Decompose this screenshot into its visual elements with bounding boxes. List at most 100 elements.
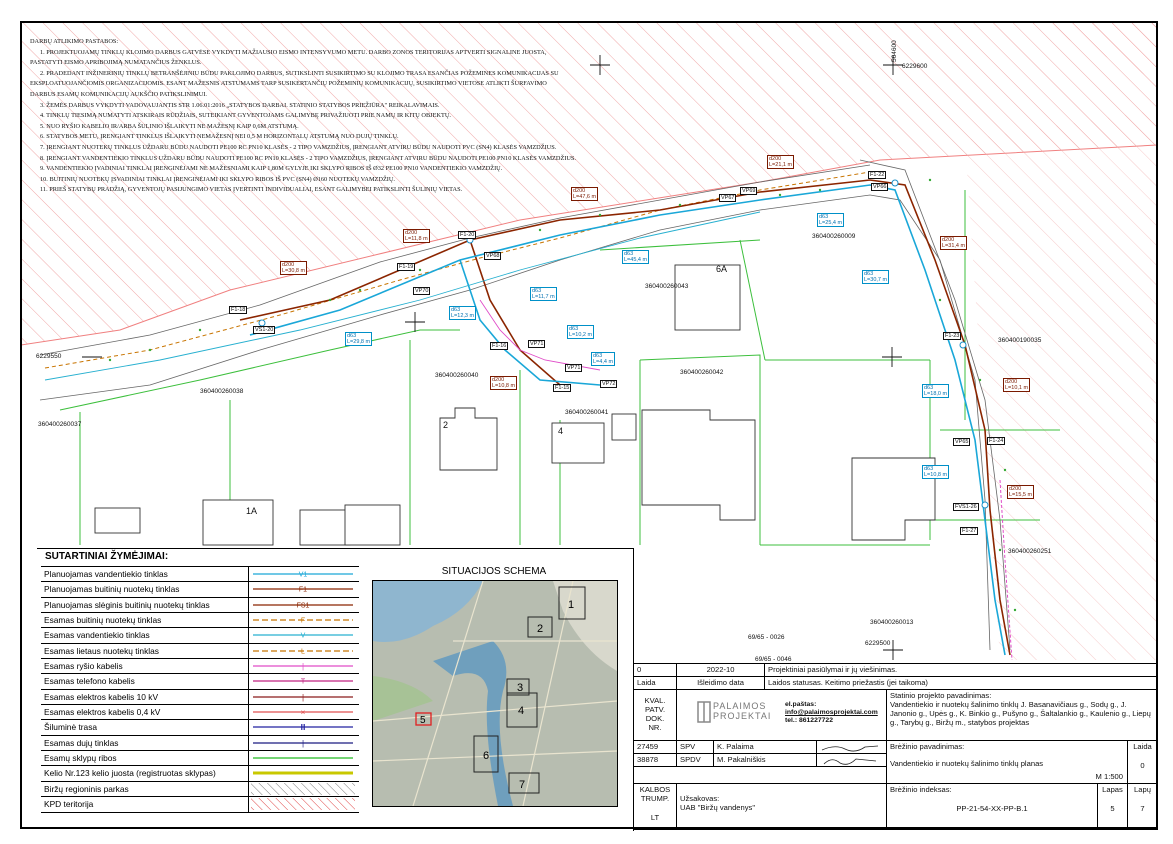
legend: SUTARTINIAI ŽYMĖJIMAI: Planuojamas vande…	[41, 548, 359, 813]
qual-no: 38878	[633, 753, 677, 767]
company-logo: PALAIMOS PROJEKTAI	[697, 700, 770, 724]
parcel-label: 360400190035	[998, 337, 1042, 344]
rev-date: 2022-10	[676, 663, 765, 677]
legend-code: T	[301, 679, 306, 686]
signature	[816, 753, 887, 767]
svg-text:×: ×	[301, 708, 306, 717]
svg-text:Ⅲ: Ⅲ	[300, 723, 306, 732]
company-contacts: el.paštas: info@palaimosprojektai.com te…	[785, 701, 878, 724]
note-line: EKSPLOATUOJANČIOMIS ORGANIZACIJOMIS. ESA…	[30, 80, 547, 88]
role: SPV	[676, 740, 714, 754]
node-label: VP71	[528, 340, 546, 348]
legend-code: FS1	[297, 602, 310, 609]
node-label: F1-20	[458, 231, 477, 239]
parcel-label: 360400260041	[565, 409, 609, 416]
sheets-total-box: Lapų 7	[1127, 783, 1158, 830]
legend-item-label: Planuojamas vandentiekio tinklas	[41, 567, 249, 582]
svg-text:|: |	[302, 739, 304, 748]
parcel-label: 360400260009	[812, 233, 856, 240]
legend-item-symbol: |	[249, 736, 359, 750]
zone-label: 6	[483, 750, 489, 762]
note-line: 11. PRIEŠ STATYBŲ PRADŽIĄ, GYVENTOJŲ PAS…	[40, 186, 463, 194]
work-notes: DARBŲ ATLIKIMO PASTABOS: 1. PROJEKTUOJAM…	[30, 37, 590, 196]
lang-box: KALBOS TRUMP. LT	[633, 783, 677, 830]
legend-item-label: Esamas ryšio kabelis	[41, 659, 249, 674]
h-desc: Laidos statusas. Keitimo priežastis (jei…	[764, 676, 1158, 690]
legend-item: Esamas dujų tinklas|	[41, 734, 359, 751]
coord-right-bottom: 6229500	[865, 640, 891, 647]
legend-item-label: KPD teritorija	[41, 797, 249, 812]
qual-no: 27459	[633, 740, 677, 754]
coord-top: 564600	[891, 40, 898, 62]
node-label: F1-23	[943, 332, 962, 340]
zone-label: 1	[568, 599, 574, 611]
grid-crosses	[82, 55, 903, 660]
legend-item: Esamas ryšio kabelis|	[41, 658, 359, 674]
building-label: 6A	[716, 264, 728, 274]
legend-item-label: Esamų sklypų ribos	[41, 751, 249, 766]
situation-map-image: 1 2 3 4 5 6 7	[373, 581, 617, 806]
situation-title: SITUACIJOS SCHEMA	[441, 566, 547, 577]
company-email-link[interactable]: info@palaimosprojektai.com	[785, 709, 878, 716]
legend-code: V	[301, 633, 306, 640]
node-label: F1-15	[553, 384, 572, 392]
legend-item: Esamas elektros kabelis 10 kV|	[41, 688, 359, 705]
node-label: F1-18	[229, 306, 248, 314]
legend-item-label: Esamas buitinių nuotekų tinklas	[41, 613, 249, 628]
zone-label: 4	[518, 705, 524, 717]
parcel-label: 360400260251	[1008, 548, 1052, 555]
sheet-box: Lapas 5	[1097, 783, 1128, 830]
node-label: VP71	[565, 364, 583, 372]
client-box: Užsakovas: UAB "Biržų vandenys"	[676, 783, 887, 830]
parcel-boundaries	[59, 190, 1060, 546]
note-line: 4. TINKLŲ TIESIMĄ NUMATYTI ATSKIRAIS RŪD…	[40, 112, 451, 120]
legend-item-label: Biržų regioninis parkas	[41, 781, 249, 797]
node-label: VP67	[719, 194, 737, 202]
legend-item-label: Esamas elektros kabelis 10 kV	[41, 689, 249, 705]
note-line: 5. NUO RYŠIO KABELIO IR/ARBA ŠULINIO IŠL…	[40, 122, 299, 130]
legend-item: Esamas buitinių nuotekų tinklas F	[41, 612, 359, 628]
node-label: F1-22	[868, 171, 887, 179]
title-block: 0 2022-10 Projektiniai pasiūlymai ir jų …	[633, 663, 1158, 830]
legend-code: F	[301, 618, 305, 625]
legend-item-symbol: |	[249, 690, 359, 704]
node-label: VP66	[871, 183, 889, 191]
rev-desc: Projektiniai pasiūlymai ir jų viešinimas…	[764, 663, 1158, 677]
legend-item-label: Esamas elektros kabelis 0,4 kV	[41, 705, 249, 720]
legend-item-symbol	[249, 751, 359, 765]
building-label: 1A	[246, 506, 258, 516]
laida-box: Laida 0	[1127, 740, 1158, 784]
parcel-label: 360400260037	[38, 421, 82, 428]
notes-lines: 1. PROJEKTUOJAMŲ TINKLŲ KLOJIMO DARBUS G…	[30, 48, 590, 196]
survey-points	[108, 178, 1017, 612]
zone-label: 3	[517, 682, 523, 694]
legend-item: Kelio Nr.123 kelio juosta (registruotas …	[41, 765, 359, 781]
note-line: 9. VANDENTIEKIO ĮVADINIAI TINKLAI ĮRENGI…	[40, 165, 503, 173]
legend-item-label: Esamas vandentiekio tinklas	[41, 628, 249, 643]
index-box: Brėžinio indeksas: PP-21-54-XX-PP-B.1	[886, 783, 1098, 830]
legend-item-symbol	[249, 766, 359, 780]
legend-item-symbol	[249, 797, 359, 811]
node-label: VP65	[953, 438, 971, 446]
drawing-scale: M 1:500	[1095, 772, 1123, 781]
legend-item: Esamas vandentiekio tinklas V	[41, 627, 359, 643]
legend-item-symbol: T	[249, 674, 359, 688]
legend-item: Planuojamas slėginis buitinių nuotekų ti…	[41, 596, 359, 613]
legend-item-symbol: |	[249, 659, 359, 673]
coord-left: 6229550	[36, 353, 62, 360]
sheet-frame	[20, 21, 1158, 829]
situation-map: 1 2 3 4 5 6 7	[372, 580, 618, 807]
building-label: 2	[443, 420, 449, 430]
